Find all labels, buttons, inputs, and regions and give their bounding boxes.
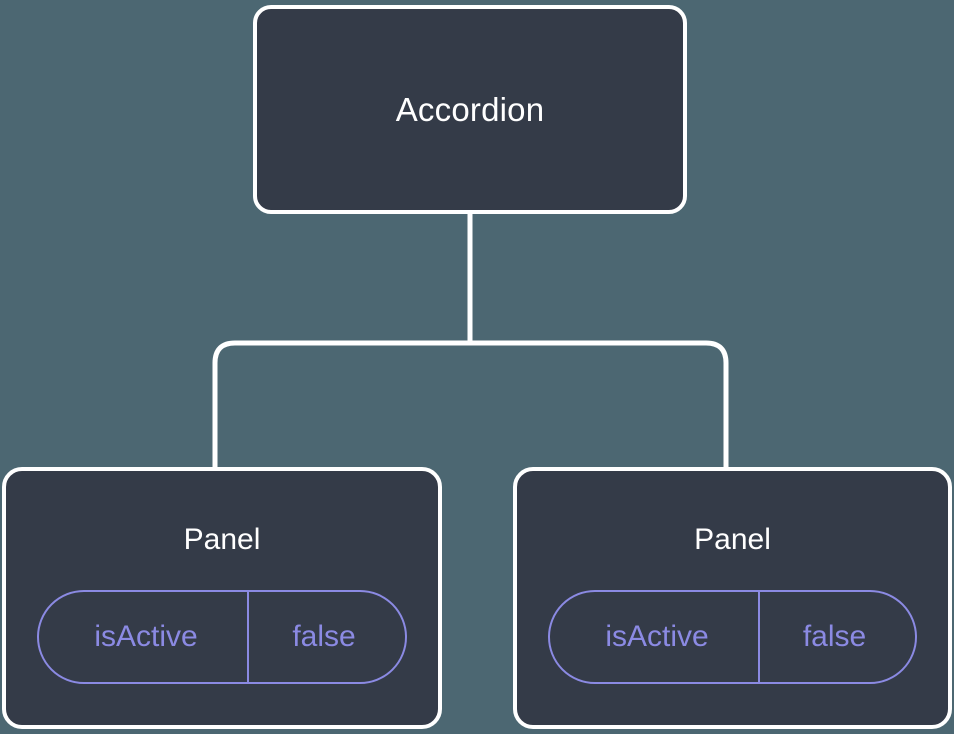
node-panel-right-label: Panel xyxy=(694,523,771,556)
prop-key-isactive-left: isActive xyxy=(39,592,249,682)
node-panel-left-label: Panel xyxy=(183,523,261,556)
prop-key-isactive-right: isActive xyxy=(550,592,760,682)
prop-pill-right[interactable]: isActive false xyxy=(548,590,917,684)
node-panel-left[interactable]: Panel isActive false xyxy=(2,467,442,729)
node-accordion-label: Accordion xyxy=(395,91,545,128)
node-panel-right[interactable]: Panel isActive false xyxy=(513,467,952,729)
node-panel-left-content: Panel isActive false xyxy=(6,471,438,684)
prop-pill-left[interactable]: isActive false xyxy=(37,590,407,684)
node-panel-right-content: Panel isActive false xyxy=(517,471,948,684)
prop-value-isactive-left: false xyxy=(292,620,356,653)
prop-value-isactive-right: false xyxy=(802,620,867,653)
node-accordion[interactable]: Accordion xyxy=(253,5,687,214)
edge-branch-bar xyxy=(212,340,729,470)
